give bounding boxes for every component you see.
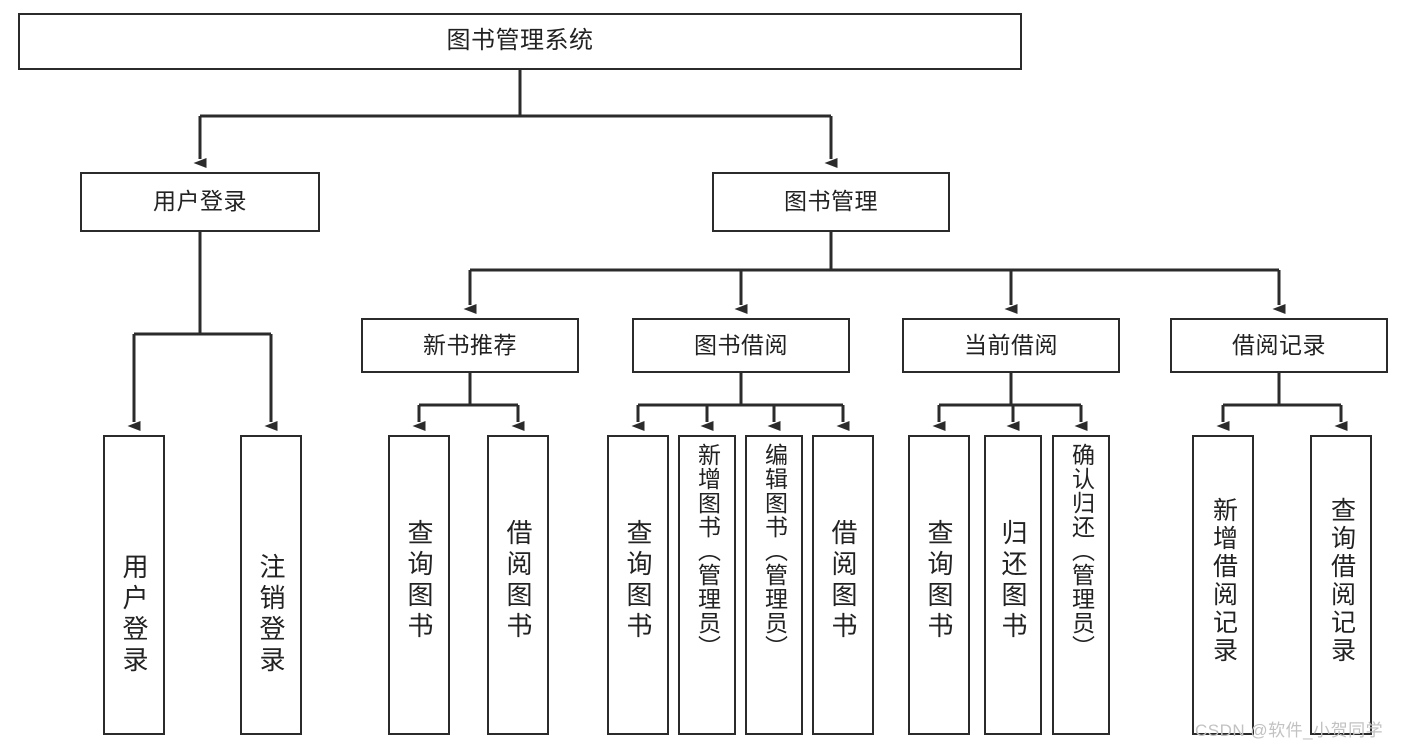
node-label: 新增借阅记录 (1209, 497, 1238, 665)
node-label: 注销登录 (256, 553, 286, 677)
node-label: 查询图书 (924, 519, 954, 643)
node-label: 用户登录 (153, 188, 247, 215)
node-label: 查询图书 (623, 519, 653, 643)
node-l-q3: 查询图书 (908, 435, 970, 735)
node-l-addrec: 新增借阅记录 (1192, 435, 1254, 735)
node-label: 查询借阅记录 (1327, 497, 1356, 665)
node-label: 新增图书（管理员） (694, 443, 721, 659)
node-l-q1: 查询图书 (388, 435, 450, 735)
node-l-add: 新增图书（管理员） (678, 435, 736, 735)
node-l-qrec: 查询借阅记录 (1310, 435, 1372, 735)
node-label: 新书推荐 (423, 331, 517, 358)
node-label: 图书管理系统 (446, 27, 594, 55)
node-l-q2: 查询图书 (607, 435, 669, 735)
node-borrow: 图书借阅 (632, 318, 850, 373)
node-label: 编辑图书（管理员） (761, 443, 788, 659)
node-label: 查询图书 (404, 519, 434, 643)
node-login: 用户登录 (80, 172, 320, 232)
node-label: 归还图书 (998, 519, 1028, 643)
node-label: 借阅记录 (1232, 331, 1326, 358)
node-l-b2: 借阅图书 (812, 435, 874, 735)
node-l-confirm: 确认归还（管理员） (1052, 435, 1110, 735)
node-label: 图书借阅 (694, 331, 788, 358)
node-bookmgmt: 图书管理 (712, 172, 950, 232)
node-label: 确认归还（管理员） (1068, 443, 1095, 659)
node-l-logout: 注销登录 (240, 435, 302, 735)
node-l-login: 用户登录 (103, 435, 165, 735)
node-l-b1: 借阅图书 (487, 435, 549, 735)
node-current: 当前借阅 (902, 318, 1120, 373)
csdn-watermark: CSDN @软件_小贺同学 (1195, 721, 1384, 740)
node-l-return: 归还图书 (984, 435, 1042, 735)
node-label: 借阅图书 (828, 519, 858, 643)
node-label: 图书管理 (784, 188, 878, 215)
node-label: 借阅图书 (503, 519, 533, 643)
node-records: 借阅记录 (1170, 318, 1388, 373)
node-label: 当前借阅 (964, 331, 1058, 358)
node-newbook: 新书推荐 (361, 318, 579, 373)
node-root: 图书管理系统 (18, 13, 1022, 70)
node-label: 用户登录 (119, 553, 149, 677)
node-l-edit: 编辑图书（管理员） (745, 435, 803, 735)
